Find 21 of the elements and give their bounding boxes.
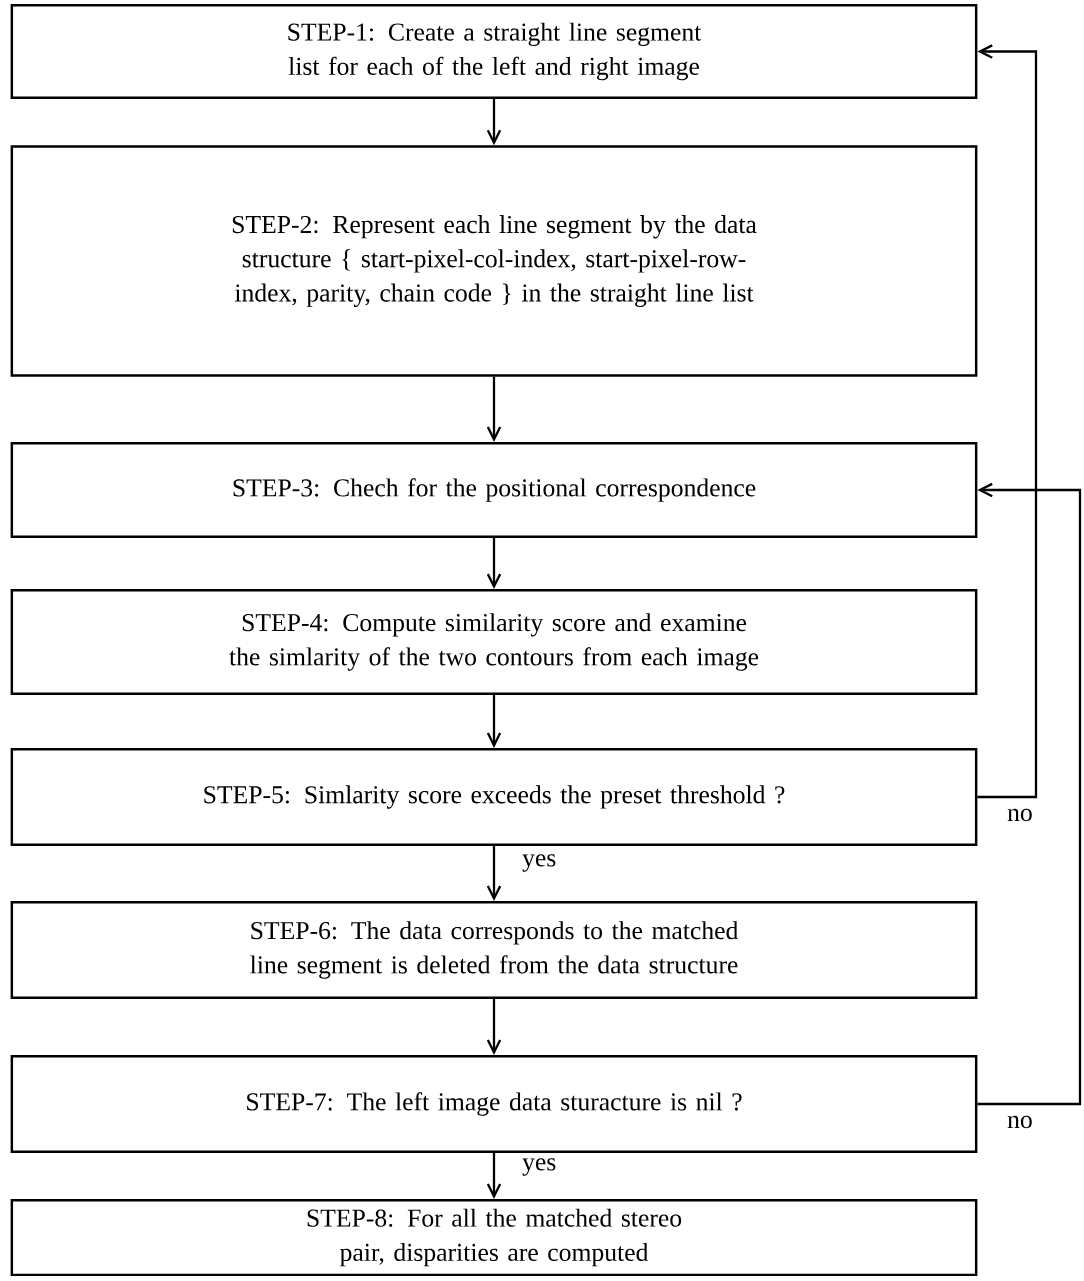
edge-label: yes — [520, 1156, 559, 1178]
process-box: STEP-8: For all the matched stereo pair, disparities are computed — [10, 1198, 978, 1277]
process-box: STEP-1: Create a straight line segment list for each of the left and right image — [10, 3, 978, 100]
arrow — [486, 99, 502, 146]
arrow — [486, 1153, 502, 1199]
arrow — [486, 846, 502, 901]
edge-label: no — [1005, 807, 1035, 823]
arrow — [486, 999, 502, 1055]
arrow — [977, 44, 1038, 799]
arrow — [486, 376, 502, 442]
arrow — [486, 695, 502, 748]
arrow — [486, 538, 502, 589]
process-box: STEP-5: Simlarity score exceeds the preset threshold ? — [10, 747, 978, 847]
process-box: STEP-2: Represent each line segment by the data structure { start-pixel-col-index, start-pixel-row-index, parity, chain code } in the straight line list — [10, 145, 978, 377]
process-box: STEP-4: Compute similarity score and examine the simlarity of the two contours from each image — [10, 589, 978, 696]
edge-label: yes — [520, 852, 559, 874]
process-box: STEP-6: The data corresponds to the matched line segment is deleted from the data structure — [10, 900, 978, 1000]
arrow — [977, 482, 1082, 1106]
edge-label: no — [1005, 1114, 1035, 1130]
process-box: STEP-3: Chech for the positional correspondence — [10, 441, 978, 539]
process-box: STEP-7: The left image data sturacture is nil ? — [10, 1054, 978, 1154]
